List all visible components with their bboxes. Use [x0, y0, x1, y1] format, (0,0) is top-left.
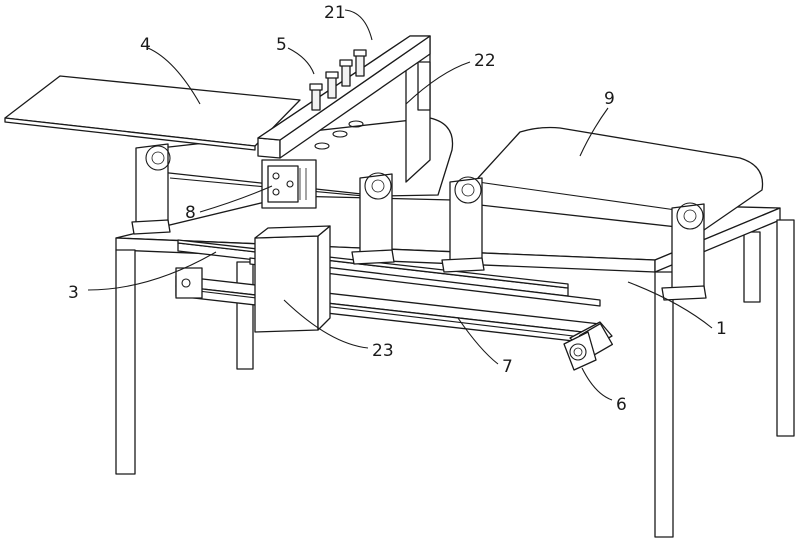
label-23: 23	[372, 341, 394, 361]
label-4: 4	[140, 35, 151, 55]
label-1: 1	[716, 319, 727, 339]
label-6: 6	[616, 395, 627, 415]
label-3: 3	[68, 283, 79, 303]
label-8: 8	[185, 203, 196, 223]
label-22: 22	[474, 51, 496, 71]
label-21: 21	[324, 3, 346, 23]
label-7: 7	[502, 357, 513, 377]
pneumatic-cylinder	[262, 160, 316, 208]
label-5: 5	[276, 35, 287, 55]
carriage-block	[255, 226, 330, 332]
sheet-material	[5, 76, 300, 150]
label-9: 9	[604, 89, 615, 109]
